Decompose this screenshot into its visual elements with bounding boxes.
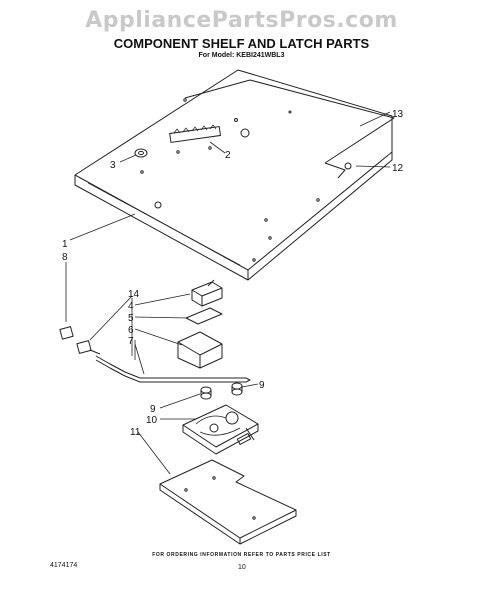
switch-bracket <box>177 331 223 369</box>
spacers <box>200 382 243 400</box>
switch-insulator <box>185 307 223 325</box>
callout-1: 1 <box>62 239 68 250</box>
callout-7: 7 <box>128 336 134 347</box>
latch-base-plate <box>159 459 297 545</box>
component-shelf-plate <box>74 69 395 281</box>
callout-9-left: 9 <box>150 404 156 415</box>
watermark-text: AppliancePartsPros.com <box>85 8 398 33</box>
page-number: 10 <box>238 564 246 571</box>
leader-lines <box>65 111 391 475</box>
callout-14: 14 <box>128 289 140 300</box>
callout-9-right: 9 <box>259 380 265 391</box>
callout-4: 4 <box>128 301 134 312</box>
latch-switch <box>191 279 223 307</box>
page-title: COMPONENT SHELF AND LATCH PARTS <box>113 36 370 51</box>
latch-assembly <box>182 404 259 455</box>
callout-5: 5 <box>128 313 134 324</box>
callout-8: 8 <box>62 252 68 263</box>
callout-10: 10 <box>146 415 158 426</box>
latch-clip <box>59 326 101 355</box>
model-subtitle: For Model: KEBI241WBL3 <box>198 52 285 59</box>
callout-numbers: 13 2 3 12 1 8 14 4 5 6 7 9 9 10 11 <box>62 109 404 438</box>
terminal-block <box>169 124 221 154</box>
grommet <box>134 148 148 158</box>
callout-13: 13 <box>392 109 404 120</box>
callout-12: 12 <box>392 163 404 174</box>
callout-2: 2 <box>225 150 231 161</box>
callout-6: 6 <box>128 325 134 336</box>
callout-3: 3 <box>110 160 116 171</box>
latch-rod <box>95 355 251 383</box>
document-number: 4174174 <box>50 562 78 569</box>
ordering-note: FOR ORDERING INFORMATION REFER TO PARTS … <box>152 552 331 558</box>
callout-11: 11 <box>130 427 141 438</box>
